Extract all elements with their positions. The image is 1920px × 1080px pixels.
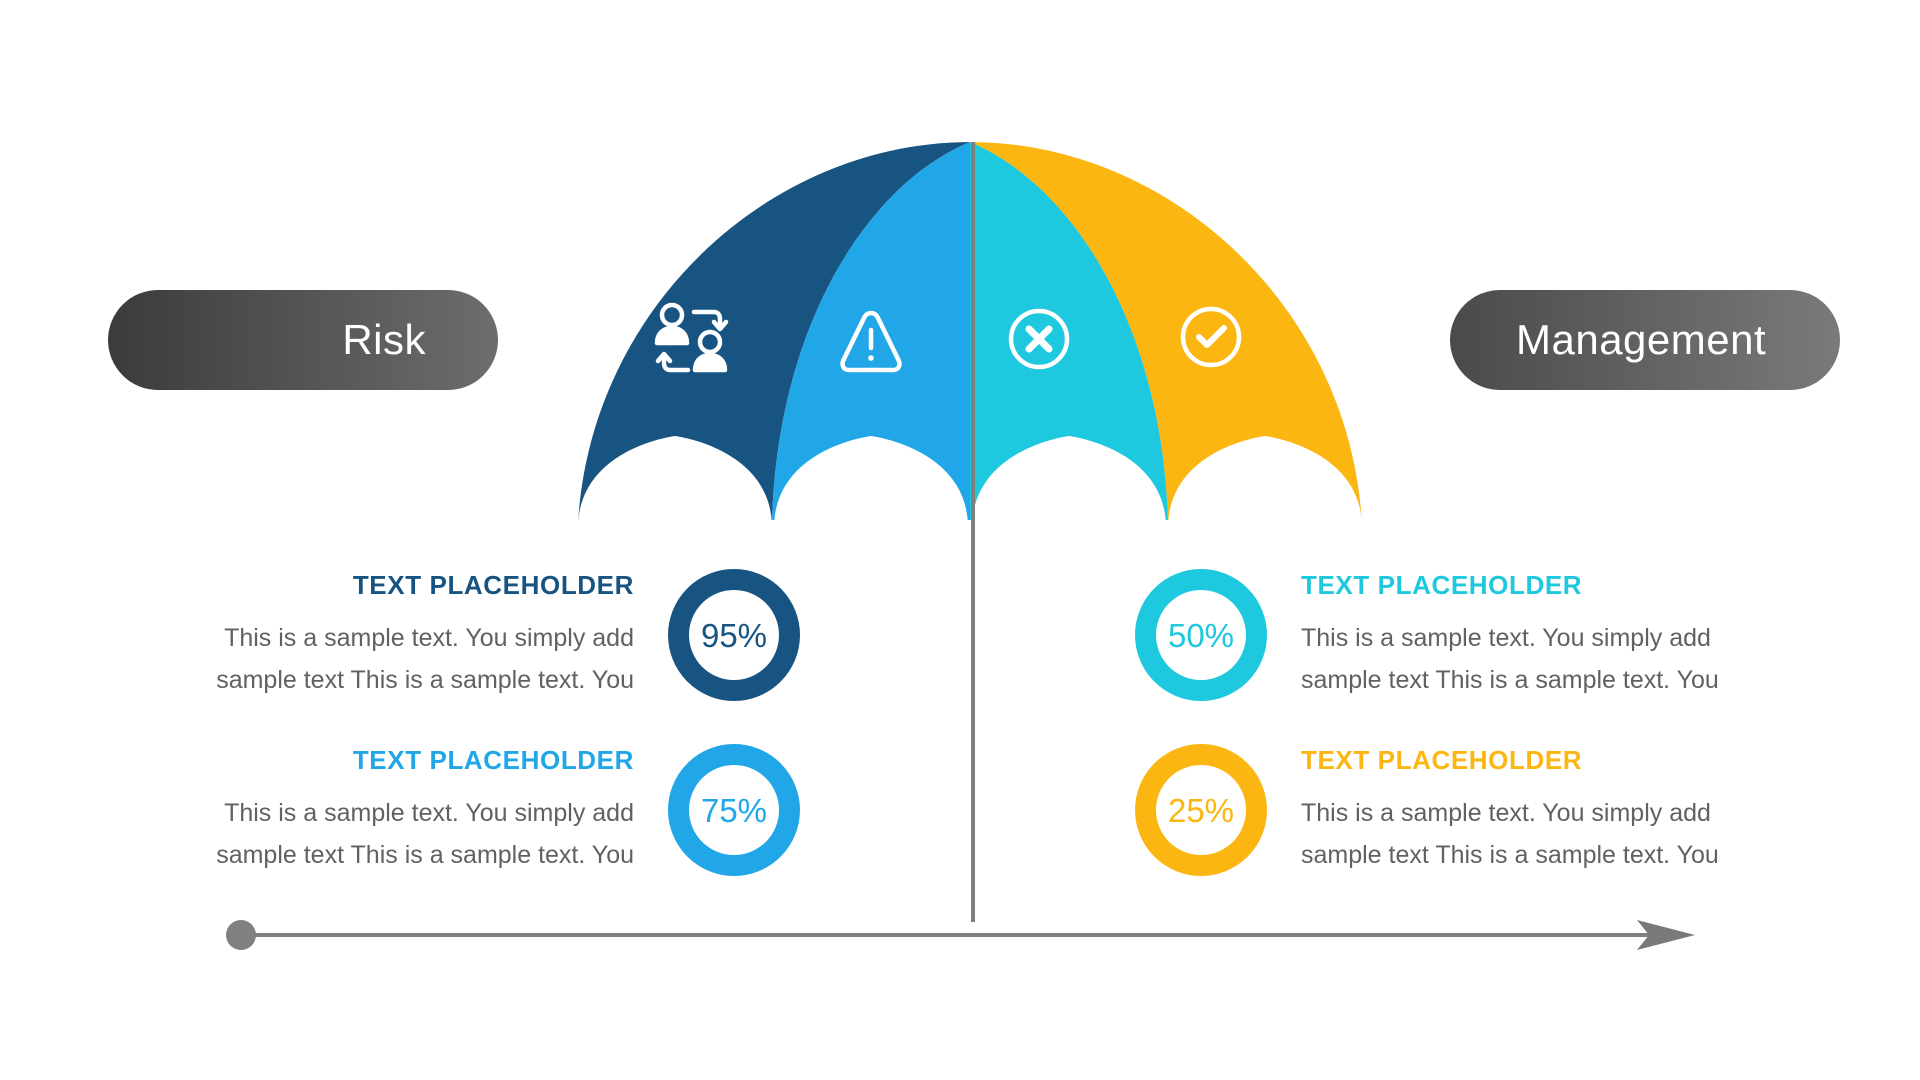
timeline-axis xyxy=(225,918,1705,952)
item-text-50: TEXT PLACEHOLDER This is a sample text. … xyxy=(1301,570,1781,701)
umbrella-panel-1 xyxy=(578,142,970,520)
percent-ring-25[interactable]: 25% xyxy=(1135,744,1267,876)
item-text-75: TEXT PLACEHOLDER This is a sample text. … xyxy=(154,745,634,876)
item-title-50: TEXT PLACEHOLDER xyxy=(1301,569,1583,600)
umbrella-panel-3 xyxy=(970,142,1168,520)
umbrella-scallops xyxy=(578,436,1362,520)
item-row-50: 50% TEXT PLACEHOLDER This is a sample te… xyxy=(1135,560,1835,710)
percent-value-50: 50% xyxy=(1167,616,1235,654)
management-title-label: Management xyxy=(1516,316,1767,363)
management-title-pill[interactable]: Management xyxy=(1450,290,1840,390)
percent-value-75: 75% xyxy=(700,791,768,829)
percent-value-95: 95% xyxy=(700,616,768,654)
item-row-25: 25% TEXT PLACEHOLDER This is a sample te… xyxy=(1135,735,1835,885)
circle-check-icon xyxy=(1180,306,1242,368)
item-body-95: This is a sample text. You simply add sa… xyxy=(216,623,634,694)
percent-ring-50[interactable]: 50% xyxy=(1135,569,1267,701)
item-body-50: This is a sample text. You simply add sa… xyxy=(1301,623,1719,694)
circle-x-icon xyxy=(1008,308,1070,370)
item-title-95: TEXT PLACEHOLDER xyxy=(352,569,634,600)
percent-value-25: 25% xyxy=(1167,791,1235,829)
umbrella-panel-4 xyxy=(970,142,1362,520)
item-title-75: TEXT PLACEHOLDER xyxy=(352,744,634,775)
umbrella-canopy xyxy=(560,128,1380,548)
risk-title-label: Risk xyxy=(342,316,426,363)
item-body-25: This is a sample text. You simply add sa… xyxy=(1301,798,1719,869)
percent-ring-75[interactable]: 75% xyxy=(668,744,800,876)
umbrella-stem xyxy=(971,142,975,922)
item-body-75: This is a sample text. You simply add sa… xyxy=(216,798,634,869)
users-exchange-icon xyxy=(654,302,729,373)
item-row-95: TEXT PLACEHOLDER This is a sample text. … xyxy=(120,560,800,710)
item-text-95: TEXT PLACEHOLDER This is a sample text. … xyxy=(154,570,634,701)
item-title-25: TEXT PLACEHOLDER xyxy=(1301,744,1583,775)
percent-ring-95[interactable]: 95% xyxy=(668,569,800,701)
item-text-25: TEXT PLACEHOLDER This is a sample text. … xyxy=(1301,745,1781,876)
axis-arrow-head xyxy=(1637,920,1695,950)
item-row-75: TEXT PLACEHOLDER This is a sample text. … xyxy=(120,735,800,885)
warning-triangle-icon xyxy=(840,310,902,373)
risk-title-pill[interactable]: Risk xyxy=(108,290,498,390)
